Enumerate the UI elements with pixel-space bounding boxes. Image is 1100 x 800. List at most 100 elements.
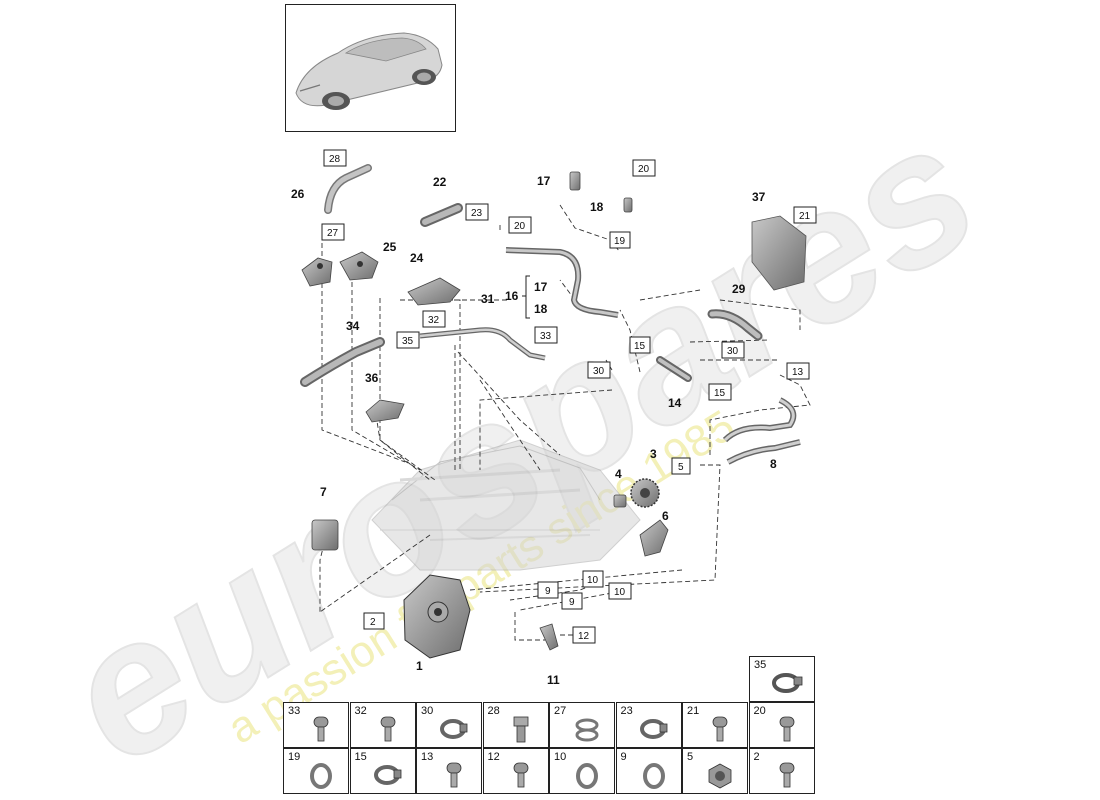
box-10a: 10 — [587, 575, 599, 586]
grid-cell-9: 9 — [615, 748, 682, 794]
hardware-grid: 35 33 32 30 28 27 23 21 20 19 15 13 12 10 9 5 2 — [283, 656, 815, 794]
bracket-25 — [301, 251, 379, 287]
box-9b: 9 — [569, 597, 575, 608]
bolt-icon — [446, 762, 462, 788]
label-26: 26 — [291, 187, 305, 201]
sensor-17 — [569, 171, 581, 191]
grid-cell-10: 10 — [549, 748, 615, 794]
box-12: 12 — [578, 631, 590, 642]
grid-cell-32: 32 — [349, 702, 416, 748]
grid-cell-13: 13 — [416, 748, 482, 794]
box-27: 27 — [327, 228, 339, 239]
mount-7 — [311, 519, 339, 551]
clamp-icon — [639, 719, 667, 739]
label-6: 6 — [662, 509, 669, 523]
box-21: 21 — [799, 211, 811, 222]
grid-cell-label: 30 — [421, 705, 434, 717]
sensor-18 — [623, 197, 633, 213]
grid-cell-20: 20 — [748, 702, 815, 748]
label-31: 31 — [481, 292, 495, 306]
grid-cell-label: 15 — [354, 751, 367, 763]
grid-cell-label: 13 — [421, 751, 434, 763]
grid-cell-label: 27 — [554, 705, 567, 717]
box-20a: 20 — [514, 221, 526, 232]
label-17b: 17 — [534, 280, 548, 294]
bolt-icon — [313, 716, 329, 742]
grid-cell-19: 19 — [283, 748, 349, 794]
label-7: 7 — [320, 485, 327, 499]
grid-cell-label: 21 — [687, 705, 700, 717]
grid-cell-28: 28 — [482, 702, 549, 748]
grid-cell-label: 5 — [687, 751, 694, 763]
box-5: 5 — [678, 462, 684, 473]
label-37: 37 — [752, 190, 766, 204]
box-9a: 9 — [545, 586, 551, 597]
label-17a: 17 — [537, 174, 551, 188]
grid-cell-30: 30 — [416, 702, 482, 748]
label-29: 29 — [732, 282, 746, 296]
box-10b: 10 — [614, 587, 626, 598]
label-1: 1 — [416, 659, 423, 673]
clamp-icon — [772, 673, 803, 693]
car-icon — [295, 32, 443, 110]
box-30a: 30 — [593, 366, 605, 377]
label-34: 34 — [346, 319, 360, 333]
grid-cell-label: 23 — [620, 705, 633, 717]
box-23: 23 — [471, 208, 483, 219]
sleeve-icon — [575, 718, 599, 742]
grid-cell-label: 32 — [354, 705, 367, 717]
clip-11 — [539, 623, 559, 651]
cover-37 — [751, 215, 807, 291]
hose-14 — [656, 356, 692, 382]
box-19: 19 — [614, 236, 626, 247]
grid-cell-5: 5 — [682, 748, 748, 794]
bolt-icon — [779, 716, 794, 742]
cover-6 — [639, 519, 669, 557]
engine-block — [371, 439, 641, 571]
box-30b: 30 — [727, 346, 739, 357]
box-2: 2 — [370, 617, 376, 628]
grid-cell-label: 9 — [620, 751, 627, 763]
bolt-icon — [380, 716, 395, 742]
label-14: 14 — [668, 396, 682, 410]
box-35: 35 — [402, 336, 414, 347]
bracket-36 — [365, 399, 405, 423]
box-20b: 20 — [638, 164, 650, 175]
box-32: 32 — [428, 315, 440, 326]
box-13: 13 — [792, 367, 804, 378]
pipe-31 — [419, 327, 546, 361]
grid-cell-27: 27 — [549, 702, 615, 748]
label-22: 22 — [433, 175, 447, 189]
box-15a: 15 — [634, 341, 646, 352]
label-18a: 18 — [590, 200, 604, 214]
grid-cell-12: 12 — [482, 748, 549, 794]
label-25: 25 — [383, 240, 397, 254]
seal-4 — [613, 494, 627, 508]
grid-cell-33: 33 — [283, 702, 349, 748]
washer-icon — [310, 763, 332, 789]
grid-cell-label: 35 — [754, 659, 767, 671]
washer-icon — [642, 763, 665, 789]
clamp-icon — [440, 719, 468, 739]
plug-icon — [513, 716, 528, 743]
pipe-upper — [505, 247, 619, 318]
grid-cell-label: 2 — [753, 751, 760, 763]
grid-cell-15: 15 — [349, 748, 416, 794]
grid-cell-label: 10 — [554, 751, 567, 763]
bolt-icon — [712, 716, 728, 742]
grid-cell-21: 21 — [682, 702, 748, 748]
grid-cell-label: 28 — [487, 705, 500, 717]
label-4: 4 — [615, 467, 622, 481]
grid-cell-2: 2 — [748, 748, 815, 794]
label-36: 36 — [365, 371, 379, 385]
hose-29 — [707, 309, 763, 341]
label-18b: 18 — [534, 302, 548, 316]
bolt-icon — [513, 762, 528, 788]
label-24: 24 — [410, 251, 424, 265]
leader-lines — [319, 204, 811, 641]
label-3: 3 — [650, 447, 657, 461]
box-15b: 15 — [714, 388, 726, 399]
washer-icon — [576, 763, 598, 789]
clamp-icon — [373, 765, 401, 785]
